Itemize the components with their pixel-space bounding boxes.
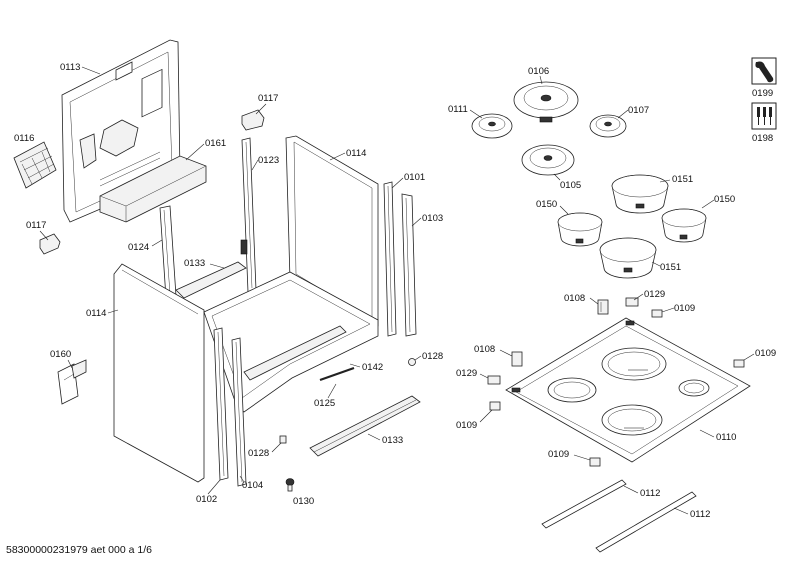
rod-0142: [319, 366, 355, 382]
hotplate-0105: [521, 144, 575, 176]
label-0105: 0105: [560, 180, 581, 191]
clip-0117-top: [241, 109, 265, 131]
label-0123: 0123: [258, 155, 279, 166]
label-0114-right: 0114: [346, 148, 366, 159]
label-0107: 0107: [628, 105, 649, 116]
label-0103: 0103: [422, 213, 443, 224]
label-0109-bottom: 0109: [548, 449, 569, 460]
label-0108-top: 0108: [564, 293, 585, 304]
screw-0128-left: [279, 435, 287, 444]
rail-0103: [401, 193, 417, 337]
label-0110: 0110: [716, 432, 736, 443]
label-0113: 0113: [60, 62, 80, 73]
drip-ring-0151-lower: [599, 237, 657, 279]
label-0116: 0116: [14, 133, 34, 144]
clip-0109-top: [651, 309, 663, 318]
label-0125: 0125: [314, 398, 335, 409]
label-0106: 0106: [528, 66, 549, 77]
clip-0117-left: [39, 233, 61, 255]
label-0133-upper: 0133: [184, 258, 205, 269]
label-0150-right: 0150: [714, 194, 735, 205]
label-0128-right: 0128: [422, 351, 443, 362]
label-0104: 0104: [242, 480, 263, 491]
label-0161: 0161: [205, 138, 226, 149]
clip-0129-top: [625, 297, 639, 307]
label-0199: 0199: [752, 88, 773, 99]
label-0112-lower: 0112: [690, 509, 710, 520]
label-0114-left: 0114: [86, 308, 106, 319]
label-0109-top: 0109: [674, 303, 695, 314]
cavity-floor: [203, 271, 379, 413]
label-0124: 0124: [128, 242, 149, 253]
label-0109-left: 0109: [456, 420, 477, 431]
label-0151-upper: 0151: [672, 174, 693, 185]
hotplate-0106: [513, 81, 579, 123]
clip-0109-left: [489, 401, 501, 411]
label-0133-lower: 0133: [382, 435, 403, 446]
label-0101: 0101: [404, 172, 425, 183]
hob-top-0110: [505, 317, 751, 463]
label-0102: 0102: [196, 494, 217, 505]
drip-ring-0151-upper: [611, 174, 669, 214]
drip-ring-0150-right: [661, 208, 707, 243]
clip-0108-left: [511, 351, 523, 367]
label-0128-left: 0128: [248, 448, 269, 459]
clip-0108-top: [597, 299, 609, 315]
label-0129-left: 0129: [456, 368, 477, 379]
label-0109-right: 0109: [755, 348, 776, 359]
cross-bar-0133-lower: [309, 395, 421, 457]
strip-0112-upper: [541, 479, 627, 529]
screw-0128-right: [408, 358, 416, 366]
trim-bar-0161: [99, 155, 207, 223]
rail-0104: [231, 337, 247, 487]
wrench-icon: [751, 57, 777, 85]
document-id: 58300000231979 aet 000 a 1/6: [6, 544, 152, 556]
grid-filter-0116: [13, 141, 57, 189]
hotplate-0111: [471, 113, 513, 139]
label-0150-left: 0150: [536, 199, 557, 210]
drip-ring-0150-left: [557, 212, 603, 247]
label-0117-top: 0117: [258, 93, 278, 104]
clip-0109-bottom: [589, 457, 601, 467]
label-0108-left: 0108: [474, 344, 495, 355]
label-0198: 0198: [752, 133, 773, 144]
label-0142: 0142: [362, 362, 383, 373]
clip-0129-left: [487, 375, 501, 385]
hotplate-0107: [589, 114, 627, 138]
label-0111: 0111: [448, 104, 468, 115]
side-panel-0114-left: [113, 263, 205, 483]
screwdrivers-icon: [751, 102, 777, 130]
strip-0112-lower: [595, 491, 697, 553]
label-0130: 0130: [293, 496, 314, 507]
rail-0101: [383, 181, 397, 337]
label-0112-upper: 0112: [640, 488, 660, 499]
label-0160: 0160: [50, 349, 71, 360]
bracket-0160: [57, 359, 87, 405]
cross-bar-0133-upper: [175, 261, 247, 299]
label-0129-top: 0129: [644, 289, 665, 300]
rail-0102: [213, 327, 229, 481]
label-0151-lower: 0151: [660, 262, 681, 273]
rail-0124: [159, 205, 177, 299]
label-0117-left: 0117: [26, 220, 46, 231]
foot-0130: [285, 478, 295, 492]
clip-0109-right: [733, 359, 745, 368]
